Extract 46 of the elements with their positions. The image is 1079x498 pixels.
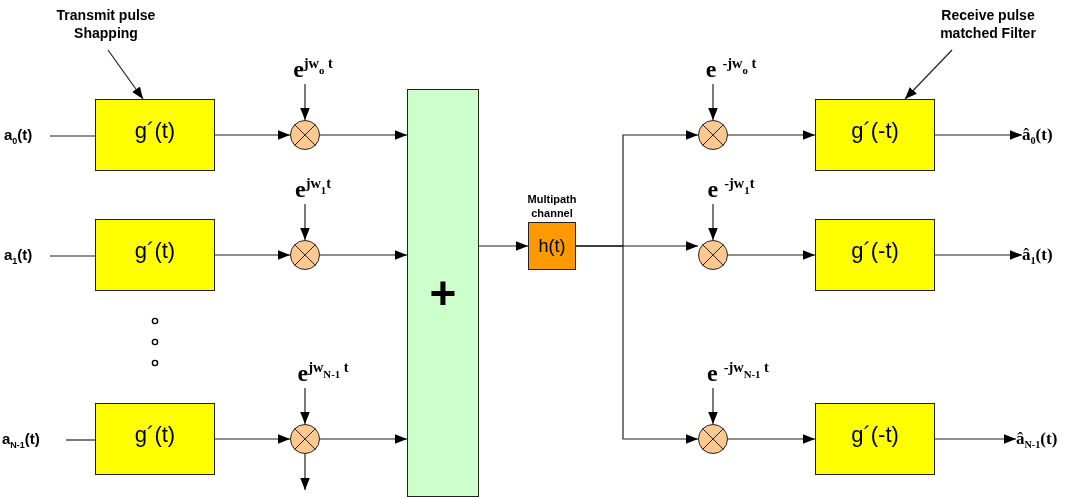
multiplier-circle — [698, 240, 728, 270]
multiplier-circle — [698, 120, 728, 150]
arrow — [727, 250, 816, 260]
leader-arrow — [107, 49, 144, 100]
arrow — [214, 130, 291, 140]
annotation-text: Transmit pulse Shapping — [36, 6, 176, 50]
arrow — [934, 434, 1017, 444]
arrow — [708, 83, 718, 121]
filter-box: g´(t) — [95, 403, 215, 475]
filter-box: g´(t) — [95, 99, 215, 171]
output-signal-label: â$_{1}$(t) — [1022, 242, 1074, 270]
multiplier-circle — [698, 424, 728, 454]
arrow — [478, 241, 529, 251]
arrow — [300, 453, 310, 491]
input-signal-label: a$_{1}$(t) — [4, 244, 50, 268]
output-signal-label: â$_{N-1}$(t) — [1016, 426, 1079, 454]
multiplier-circle — [290, 424, 320, 454]
arrow — [319, 130, 408, 140]
input-signal-label: a$_{0}$(t) — [4, 124, 50, 148]
channel-caption: Multipath channel — [526, 192, 578, 220]
leader-arrow — [904, 49, 953, 100]
arrow — [934, 130, 1023, 140]
adder-block: + — [407, 89, 479, 497]
arrow — [214, 250, 291, 260]
arrow — [727, 434, 816, 444]
filter-box: g´(-t) — [815, 219, 935, 291]
annotation-text: Receive pulse matched Filter — [918, 6, 1058, 50]
arrow — [300, 203, 310, 241]
arrow — [319, 250, 408, 260]
output-signal-label: â$_{0}$(t) — [1022, 122, 1074, 150]
arrow — [300, 387, 310, 425]
arrow — [214, 434, 291, 444]
filter-box: g´(-t) — [815, 99, 935, 171]
arrow — [708, 387, 718, 425]
filter-box: g´(-t) — [815, 403, 935, 475]
arrow — [934, 250, 1023, 260]
arrow — [708, 203, 718, 241]
arrow — [575, 245, 699, 444]
arrow — [300, 83, 310, 121]
multiplier-circle — [290, 240, 320, 270]
channel-box: h(t) — [528, 222, 576, 270]
multiplier-circle — [290, 120, 320, 150]
arrow — [319, 434, 408, 444]
input-signal-label: a$_{N-1}$(t) — [2, 428, 66, 452]
arrow — [727, 130, 816, 140]
filter-box: g´(t) — [95, 219, 215, 291]
